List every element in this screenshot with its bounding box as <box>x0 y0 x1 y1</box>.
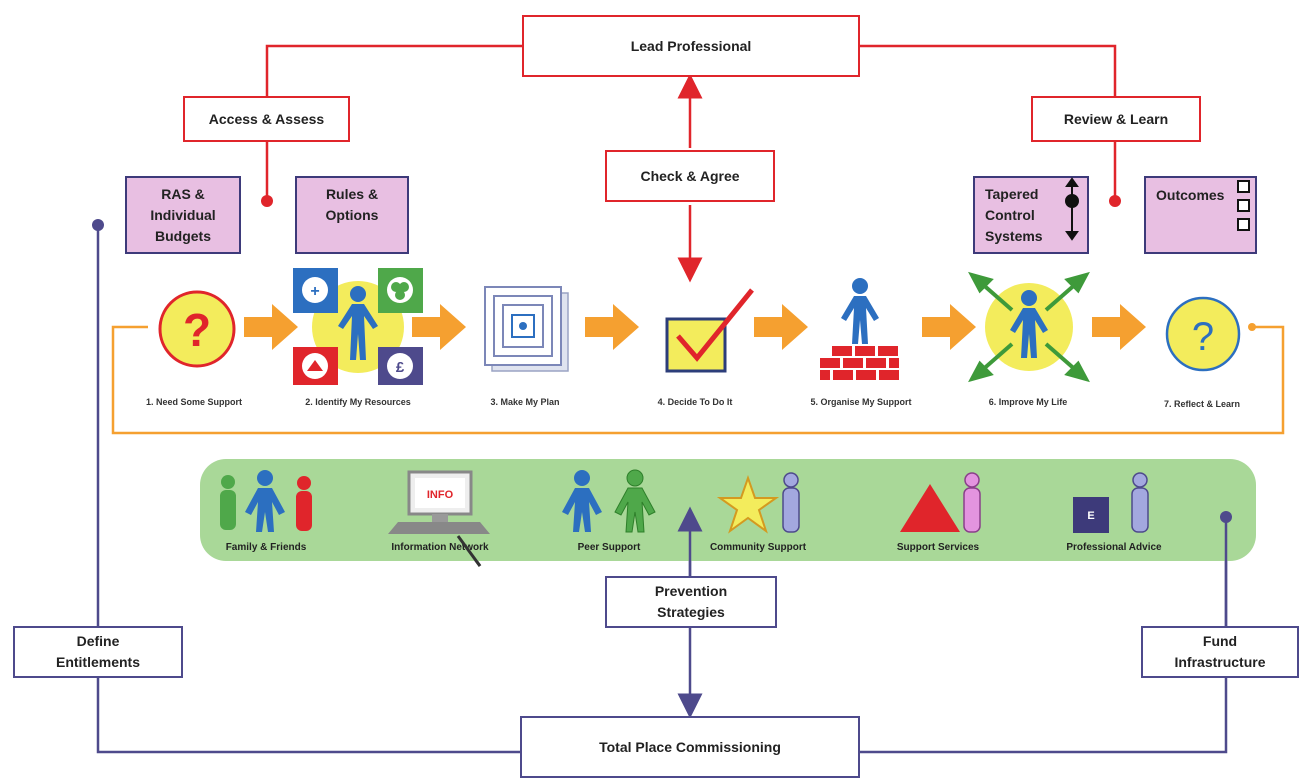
reflect-learn-icon: ? <box>1165 296 1241 372</box>
info-screen-text: INFO <box>427 489 454 501</box>
rules-line-1: Rules & <box>325 186 379 202</box>
identify-resources-icon: + £ <box>293 268 423 385</box>
question-mark-1: ? <box>183 304 211 356</box>
ras-line-3: Budgets <box>155 227 211 244</box>
community-star-figure <box>716 472 800 534</box>
ras-line-2: Individual <box>150 206 216 223</box>
step-label-5: 5. Organise My Support <box>810 397 912 407</box>
resource-label-peer: Peer Support <box>577 542 641 553</box>
decide-checkbox-icon <box>665 288 754 373</box>
step-label-2: 2. Identify My Resources <box>305 397 411 407</box>
ras-line-1: RAS & <box>161 185 205 202</box>
resource-label-services: Support Services <box>896 542 980 553</box>
outcomes-label: Outcomes <box>1156 187 1225 203</box>
professional-e-text: E <box>1087 510 1094 522</box>
resource-label-info: Information Network <box>391 542 489 553</box>
resource-label-family: Family & Friends <box>225 542 307 553</box>
lead-professional-label: Lead Professional <box>630 37 752 54</box>
rules-line-2: Options <box>325 207 379 223</box>
make-plan-icon <box>484 286 569 372</box>
outcomes-checklist-icon <box>1237 180 1250 231</box>
pound-symbol: £ <box>396 359 405 376</box>
resource-label-community: Community Support <box>709 542 807 553</box>
plus-symbol: + <box>310 283 319 300</box>
prevention-line-2: Strategies <box>657 604 725 620</box>
fund-line-2: Infrastructure <box>1174 654 1266 670</box>
access-assess-box: Access & Assess <box>183 96 350 142</box>
fund-infrastructure-box: Fund Infrastructure <box>1141 626 1299 678</box>
services-triangle-figure <box>900 472 981 533</box>
process-arrows <box>244 304 1146 350</box>
professional-e-figure: E <box>1073 472 1149 533</box>
info-computer: INFO <box>388 470 490 567</box>
need-support-icon: ? <box>158 290 236 368</box>
prevention-strategies-box: Prevention Strategies <box>605 576 777 628</box>
tapered-line-1: Tapered <box>985 185 1039 202</box>
red-connectors <box>265 44 1117 283</box>
step-label-3: 3. Make My Plan <box>490 397 560 407</box>
check-agree-label: Check & Agree <box>640 167 740 184</box>
fund-line-1: Fund <box>1202 633 1238 649</box>
step-label-1: 1. Need Some Support <box>145 397 243 407</box>
review-learn-label: Review & Learn <box>1063 110 1169 127</box>
orange-dot <box>1248 323 1256 331</box>
question-mark-7: ? <box>1192 315 1214 359</box>
define-line-2: Entitlements <box>55 654 140 670</box>
prevention-line-1: Prevention <box>654 583 728 599</box>
step-label-6: 6. Improve My Life <box>988 397 1068 407</box>
define-entitlements-box: Define Entitlements <box>13 626 183 678</box>
tapered-control-box: Tapered Control Systems <box>973 176 1089 254</box>
review-learn-box: Review & Learn <box>1031 96 1201 142</box>
family-friends-figures <box>220 470 312 532</box>
peer-figures <box>562 469 656 533</box>
ras-budgets-box: RAS & Individual Budgets <box>125 176 241 254</box>
resource-label-professional: Professional Advice <box>1066 542 1162 553</box>
step-label-4: 4. Decide To Do It <box>657 397 733 407</box>
tapered-slider-icon <box>1065 177 1079 241</box>
orange-loop <box>111 325 1285 435</box>
rules-options-box: Rules & Options <box>295 176 409 254</box>
access-assess-label: Access & Assess <box>208 110 325 127</box>
band-dot-right <box>1220 511 1232 523</box>
step-label-7: 7. Reflect & Learn <box>1163 399 1241 409</box>
tapered-line-2: Control <box>985 206 1035 223</box>
total-place-label: Total Place Commissioning <box>599 738 781 755</box>
lead-professional-box: Lead Professional <box>522 15 860 77</box>
check-agree-box: Check & Agree <box>605 150 775 202</box>
red-dot-right <box>1109 195 1121 207</box>
total-place-commissioning-box: Total Place Commissioning <box>520 716 860 778</box>
red-dot-left <box>261 195 273 207</box>
organise-support-icon <box>820 278 899 380</box>
define-line-1: Define <box>76 633 120 649</box>
purple-dot-left <box>92 219 104 231</box>
improve-life-icon <box>968 271 1090 383</box>
tapered-line-3: Systems <box>985 227 1043 244</box>
